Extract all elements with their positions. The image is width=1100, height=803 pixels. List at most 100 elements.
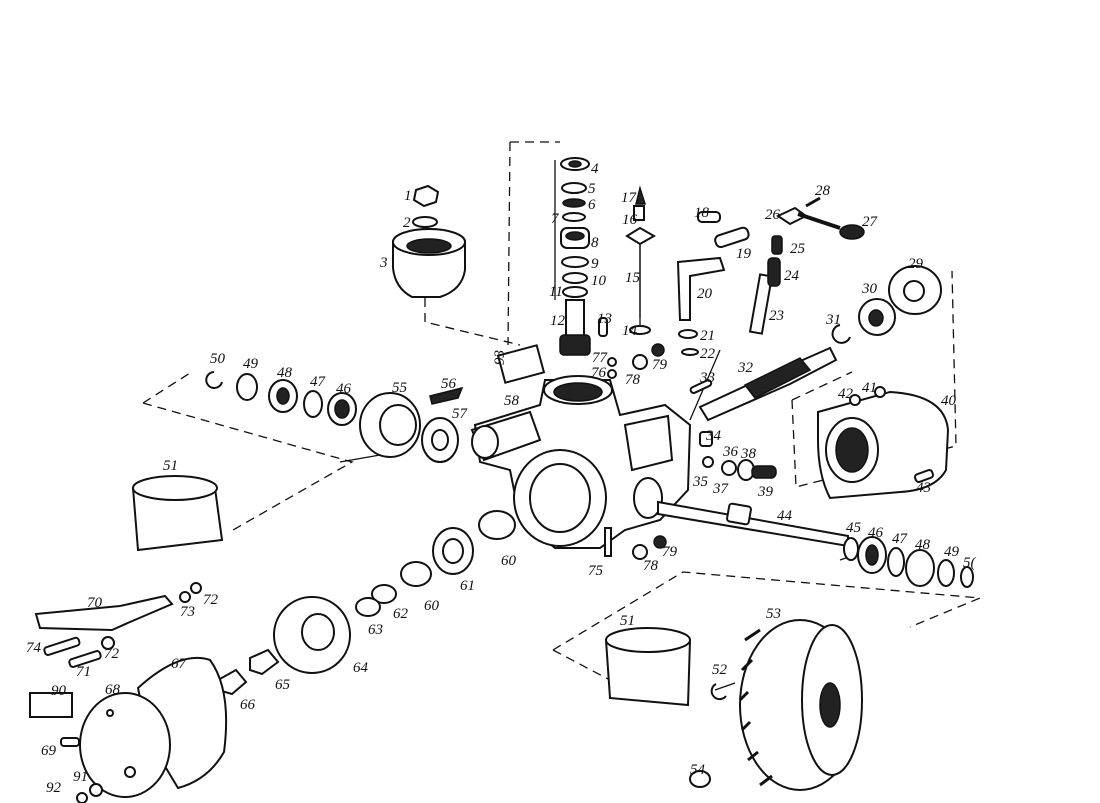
label-36: 36 — [722, 444, 739, 460]
label-71: 71 — [76, 664, 91, 680]
label-28: 28 — [815, 183, 831, 199]
label-37: 37 — [712, 481, 730, 497]
label-32: 32 — [737, 360, 754, 376]
label-3: 3 — [379, 255, 388, 271]
label-60-lower: 60 — [424, 598, 440, 614]
cylinders-51 — [131, 475, 692, 707]
label-53: 53 — [766, 606, 781, 622]
label-76: 76 — [591, 365, 607, 381]
label-26: 26 — [765, 207, 781, 223]
label-20: 20 — [697, 286, 713, 302]
label-23: 23 — [769, 308, 784, 324]
label-51-left: 51 — [163, 458, 178, 474]
label-10: 10 — [591, 273, 607, 289]
small-fasteners — [496, 343, 667, 560]
label-66: 66 — [240, 697, 256, 713]
label-49-right: 49 — [944, 544, 960, 560]
label-69: 69 — [41, 743, 57, 759]
label-60-upper: 60 — [501, 553, 517, 569]
label-49-left: 49 — [243, 356, 259, 372]
label-2: 2 — [403, 215, 411, 231]
label-93: 93 — [492, 350, 508, 365]
tyre-wheel-53 — [689, 619, 863, 791]
label-46-left: 46 — [336, 381, 352, 397]
side-cover-40 — [817, 386, 950, 500]
label-13: 13 — [597, 311, 612, 327]
label-34: 34 — [705, 428, 722, 444]
label-38: 38 — [740, 446, 757, 462]
label-39: 39 — [757, 484, 774, 500]
label-58: 58 — [504, 393, 520, 409]
label-41: 41 — [862, 380, 877, 396]
nut-1 — [412, 184, 440, 208]
shift-lever — [748, 196, 865, 335]
label-12: 12 — [550, 313, 566, 329]
label-4: 4 — [591, 161, 599, 177]
bracket-bar-70 — [34, 582, 202, 668]
label-40: 40 — [941, 393, 957, 409]
label-21: 21 — [700, 328, 715, 344]
label-78-upper: 78 — [625, 372, 641, 388]
left-bearing-stack — [205, 371, 464, 463]
label-29: 29 — [908, 256, 924, 272]
label-54: 54 — [690, 762, 706, 778]
washer-2 — [412, 216, 438, 228]
flange-disk-group — [29, 656, 228, 803]
label-42: 42 — [838, 386, 854, 402]
vertical-bearing-stack — [559, 157, 608, 356]
part-labels: 1 2 3 4 5 6 7 8 9 10 11 12 13 14 15 16 1… — [26, 161, 977, 796]
label-65: 65 — [275, 677, 291, 693]
label-46-right: 46 — [868, 525, 884, 541]
label-63: 63 — [368, 622, 383, 638]
label-44: 44 — [777, 508, 793, 524]
label-67: 67 — [171, 656, 188, 672]
label-31: 31 — [825, 312, 841, 328]
label-72-upper: 72 — [203, 592, 219, 608]
label-62: 62 — [393, 606, 409, 622]
gearbox-housing-58 — [470, 375, 692, 549]
label-56: 56 — [441, 376, 457, 392]
right-bearing-stack — [843, 536, 974, 588]
label-5: 5 — [588, 181, 596, 197]
label-92: 92 — [46, 780, 62, 796]
label-79-upper: 79 — [652, 357, 668, 373]
label-75: 75 — [588, 563, 604, 579]
label-30: 30 — [861, 281, 878, 297]
label-43: 43 — [916, 480, 931, 496]
label-33: 33 — [699, 370, 715, 386]
label-72-lower: 72 — [104, 646, 120, 662]
label-16: 16 — [622, 212, 638, 228]
label-24: 24 — [784, 268, 800, 284]
label-51-right: 51 — [620, 613, 635, 629]
label-17: 17 — [621, 190, 638, 206]
label-25: 25 — [790, 241, 806, 257]
label-45: 45 — [846, 520, 862, 536]
label-50-right: 5( — [963, 555, 977, 571]
label-52: 52 — [712, 662, 728, 678]
label-50-left: 50 — [210, 351, 226, 367]
control-rods — [625, 185, 750, 356]
label-7: 7 — [551, 211, 560, 227]
worm-shaft-group — [689, 265, 942, 422]
disk-68 — [79, 692, 171, 798]
label-48-left: 48 — [277, 365, 293, 381]
label-79-lower: 79 — [662, 544, 678, 560]
label-1: 1 — [404, 188, 412, 204]
label-78-lower: 78 — [643, 558, 659, 574]
label-8: 8 — [591, 235, 599, 251]
label-68: 68 — [105, 682, 121, 698]
label-18: 18 — [694, 205, 710, 221]
label-55: 55 — [392, 380, 408, 396]
label-35: 35 — [692, 474, 709, 490]
label-11: 11 — [549, 284, 563, 300]
housing-cup-group — [392, 184, 466, 298]
label-15: 15 — [625, 270, 641, 286]
label-19: 19 — [736, 246, 752, 262]
label-91: 91 — [73, 769, 88, 785]
label-9: 9 — [591, 256, 599, 272]
label-57: 57 — [452, 406, 469, 422]
label-6: 6 — [588, 197, 596, 213]
label-90: 90 — [51, 683, 67, 699]
label-14: 14 — [622, 323, 638, 339]
